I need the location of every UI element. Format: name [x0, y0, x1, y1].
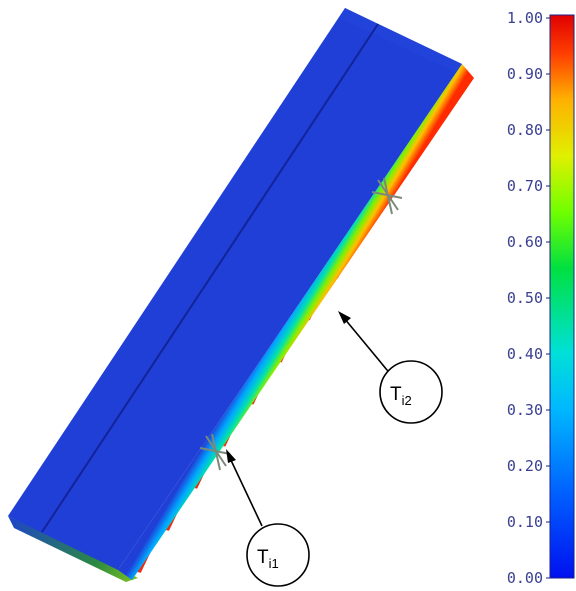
probe-marker-lower — [199, 433, 231, 471]
callout-arrow-ti1 — [228, 455, 263, 527]
colorbar-tick-label: 0.40 — [507, 345, 543, 363]
colorbar-tick-label: 0.50 — [507, 289, 543, 307]
probe-marker-upper — [371, 177, 403, 215]
callout-circle-ti2 — [379, 360, 443, 424]
colorbar — [549, 14, 575, 579]
colorbar-ticks: 1.00 0.90 0.80 0.70 0.60 0.50 0.40 0.30 0.20 0.10… — [507, 9, 550, 587]
colorbar-tick-label: 0.60 — [507, 233, 543, 251]
colorbar-tick-label: 0.20 — [507, 457, 543, 475]
colorbar-tick-label: 0.90 — [507, 65, 543, 83]
colorbar-tick-label: 0.70 — [507, 177, 543, 195]
colorbar-tick-label: 0.30 — [507, 401, 543, 419]
slab-side-gradient — [118, 64, 474, 580]
slab-top-face — [8, 8, 462, 570]
colorbar-tick-label: 1.00 — [507, 9, 543, 27]
callout-arrowhead-ti2 — [338, 311, 351, 324]
callout-arrowhead-ti1 — [226, 449, 236, 463]
colorbar-tick-label: 0.00 — [507, 569, 543, 587]
colorbar-tick-label: 0.10 — [507, 513, 543, 531]
slab-top-edge-highlight — [340, 8, 462, 72]
callout-arrow-ti2 — [343, 317, 393, 377]
callout-label-ti1: Ti1 — [257, 547, 279, 571]
callout-label-ti2: Ti2 — [390, 384, 412, 408]
slab-seam-line — [41, 23, 379, 533]
callout-circle-ti1 — [246, 523, 310, 587]
slab-end-face — [8, 516, 138, 582]
colorbar-tick-label: 0.80 — [507, 121, 543, 139]
